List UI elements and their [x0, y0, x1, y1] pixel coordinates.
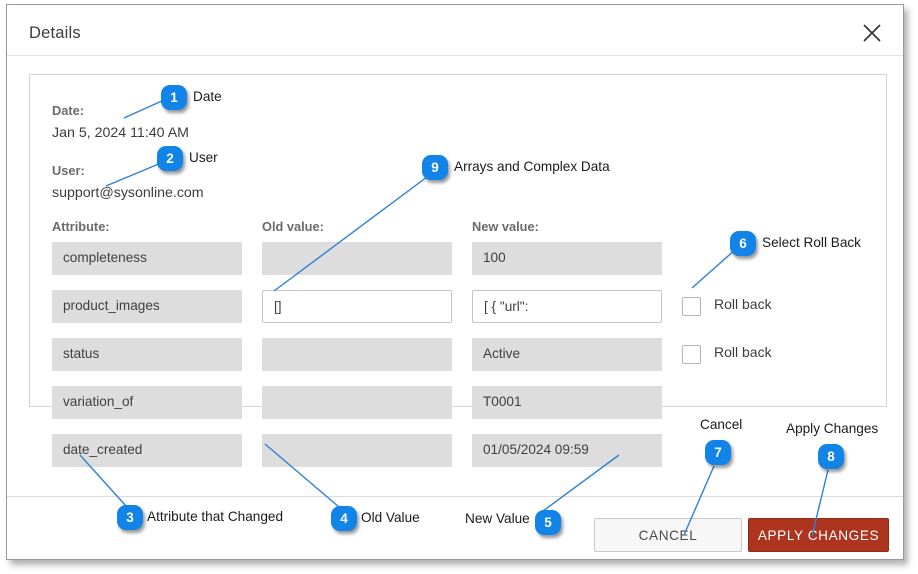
new-value-field-3: T0001: [472, 386, 662, 419]
user-label: User:: [52, 163, 85, 178]
new-value-field-4: 01/05/2024 09:59: [472, 434, 662, 467]
dialog-header: Details: [7, 5, 903, 56]
column-header-old-value: Old value:: [262, 219, 324, 234]
attribute-field-0: completeness: [52, 242, 242, 275]
cancel-button[interactable]: CANCEL: [594, 518, 742, 552]
rollback-label-2: Roll back: [714, 344, 772, 360]
attribute-field-3: variation_of: [52, 386, 242, 419]
old-value-field-3: [262, 386, 452, 419]
footer-divider: [7, 496, 903, 497]
date-label: Date:: [52, 103, 84, 118]
rollback-label-1: Roll back: [714, 296, 772, 312]
attribute-field-4: date_created: [52, 434, 242, 467]
new-value-field-2: Active: [472, 338, 662, 371]
rollback-checkbox-2[interactable]: [682, 345, 701, 364]
attribute-field-1: product_images: [52, 290, 242, 323]
attribute-field-2: status: [52, 338, 242, 371]
user-value: support@sysonline.com: [52, 185, 204, 201]
date-value: Jan 5, 2024 11:40 AM: [52, 125, 189, 141]
old-value-field-2: [262, 338, 452, 371]
apply-changes-button[interactable]: APPLY CHANGES: [748, 518, 889, 552]
column-header-attribute: Attribute:: [52, 219, 110, 234]
details-dialog-window: Details Date: Jan 5, 2024 11:40 AM User:…: [6, 4, 904, 560]
rollback-checkbox-1[interactable]: [682, 297, 701, 316]
old-value-field-0: [262, 242, 452, 275]
page-title: Details: [29, 24, 81, 42]
details-panel: Date: Jan 5, 2024 11:40 AM User: support…: [29, 74, 887, 467]
old-value-field-4: [262, 434, 452, 467]
close-icon[interactable]: [855, 17, 889, 47]
old-value-field-1[interactable]: []: [262, 290, 452, 323]
new-value-field-0: 100: [472, 242, 662, 275]
column-header-new-value: New value:: [472, 219, 539, 234]
new-value-field-1[interactable]: [ { "url":: [472, 290, 662, 323]
